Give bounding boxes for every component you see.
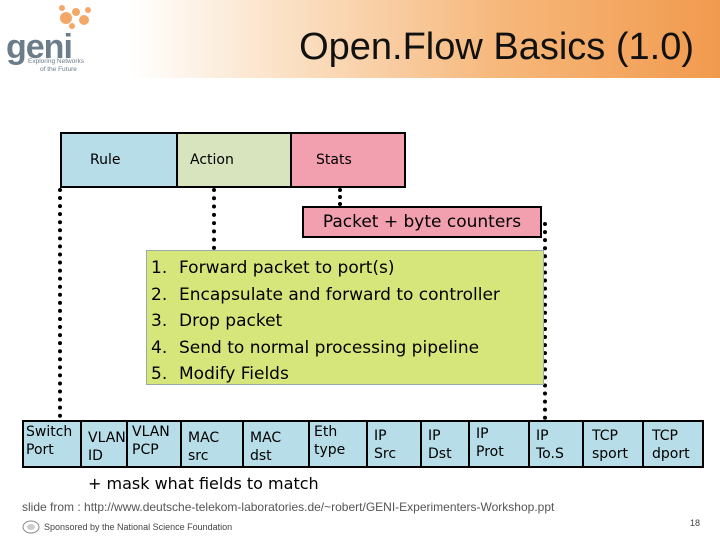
action-list: 1. Forward packet to port(s) 2. Encapsulat… xyxy=(151,255,500,388)
list-item-text: Drop packet xyxy=(179,311,283,331)
mask-note: + mask what fields to match xyxy=(88,474,319,493)
stats-box: Stats xyxy=(290,132,406,188)
field-mac-dst: MAC dst xyxy=(242,420,310,468)
list-item-number: 4. xyxy=(151,337,168,358)
rule-label: Rule xyxy=(90,152,121,168)
field-line2: Src xyxy=(374,446,397,462)
field-line2: src xyxy=(188,448,209,464)
field-line1: IP xyxy=(476,426,489,442)
field-line1: TCP xyxy=(592,428,618,444)
geni-logo xyxy=(59,5,91,29)
field-vlan-id: VLAN ID xyxy=(80,420,128,468)
field-line2: Dst xyxy=(428,446,452,462)
field-line2: PCP xyxy=(132,442,159,458)
nsf-logo-icon xyxy=(22,520,40,534)
list-item-text: Forward packet to port(s) xyxy=(179,258,395,278)
field-line2: ID xyxy=(88,448,103,464)
field-tcp-dport: TCP dport xyxy=(642,420,704,468)
field-line2: sport xyxy=(592,446,628,462)
action-label: Action xyxy=(190,152,234,168)
list-item: 5. Modify Fields xyxy=(151,361,500,388)
header-bar xyxy=(0,0,720,78)
counters-label: Packet + byte counters xyxy=(322,212,522,232)
field-line1: Eth xyxy=(314,424,338,440)
list-item-number: 1. xyxy=(151,258,168,278)
field-line1: MAC xyxy=(250,430,282,446)
field-line1: IP xyxy=(374,428,387,444)
field-ip-prot: IP Prot xyxy=(468,420,530,468)
list-item-text: Encapsulate and forward to controller xyxy=(179,284,500,305)
list-item-text: Modify Fields xyxy=(179,364,289,384)
field-line2: type xyxy=(314,442,346,458)
field-line1: IP xyxy=(428,428,441,444)
field-switch-port: Switch Port xyxy=(22,420,82,468)
geni-logo-text: geni xyxy=(6,28,73,66)
list-item: 4. Send to normal processing pipeline xyxy=(151,335,500,362)
list-item: 2. Encapsulate and forward to controller xyxy=(151,282,500,309)
field-line2: Port xyxy=(26,442,54,458)
field-line1: Switch xyxy=(26,424,73,440)
logo-tagline-2: of the Future xyxy=(40,66,77,73)
field-tcp-sport: TCP sport xyxy=(582,420,644,468)
field-line1: TCP xyxy=(652,428,678,444)
source-credit: slide from : http://www.deutsche-telekom… xyxy=(22,500,555,514)
list-item-number: 2. xyxy=(151,284,168,305)
slide-title: Open.Flow Basics (1.0) xyxy=(299,26,694,68)
page-number: 18 xyxy=(690,518,701,528)
list-item-number: 5. xyxy=(151,364,168,384)
sponsor-row: Sponsored by the National Science Founda… xyxy=(22,520,232,534)
list-item-number: 3. xyxy=(151,311,168,331)
logo-tagline-1: Exploring Networks xyxy=(28,58,84,65)
stats-connector xyxy=(338,188,342,206)
list-item: 1. Forward packet to port(s) xyxy=(151,255,500,282)
counters-box: Packet + byte counters xyxy=(302,206,542,238)
match-fields-row: Switch Port VLAN ID VLAN PCP MAC src MAC… xyxy=(22,420,708,468)
field-range-connector xyxy=(543,222,547,420)
stats-label: Stats xyxy=(316,152,352,168)
list-item: 3. Drop packet xyxy=(151,308,500,335)
field-line1: MAC xyxy=(188,430,220,446)
action-connector xyxy=(212,188,216,250)
field-line2: To.S xyxy=(536,446,564,462)
action-box: Action xyxy=(176,132,292,188)
field-line1: VLAN xyxy=(88,430,126,446)
field-line2: dport xyxy=(652,446,690,462)
rule-box: Rule xyxy=(60,132,178,188)
field-mac-src: MAC src xyxy=(180,420,244,468)
actions-box: 1. Forward packet to port(s) 2. Encapsulat… xyxy=(146,250,544,385)
sponsor-text: Sponsored by the National Science Founda… xyxy=(44,522,233,532)
list-item-text: Send to normal processing pipeline xyxy=(179,337,480,358)
field-vlan-pcp: VLAN PCP xyxy=(126,420,182,468)
rule-connector xyxy=(58,188,62,418)
field-ip-dst: IP Dst xyxy=(420,420,470,468)
field-line1: VLAN xyxy=(132,424,170,440)
field-ip-tos: IP To.S xyxy=(528,420,584,468)
field-eth-type: Eth type xyxy=(308,420,368,468)
field-line1: IP xyxy=(536,428,549,444)
field-line2: dst xyxy=(250,448,272,464)
field-line2: Prot xyxy=(476,444,504,460)
field-ip-src: IP Src xyxy=(366,420,422,468)
